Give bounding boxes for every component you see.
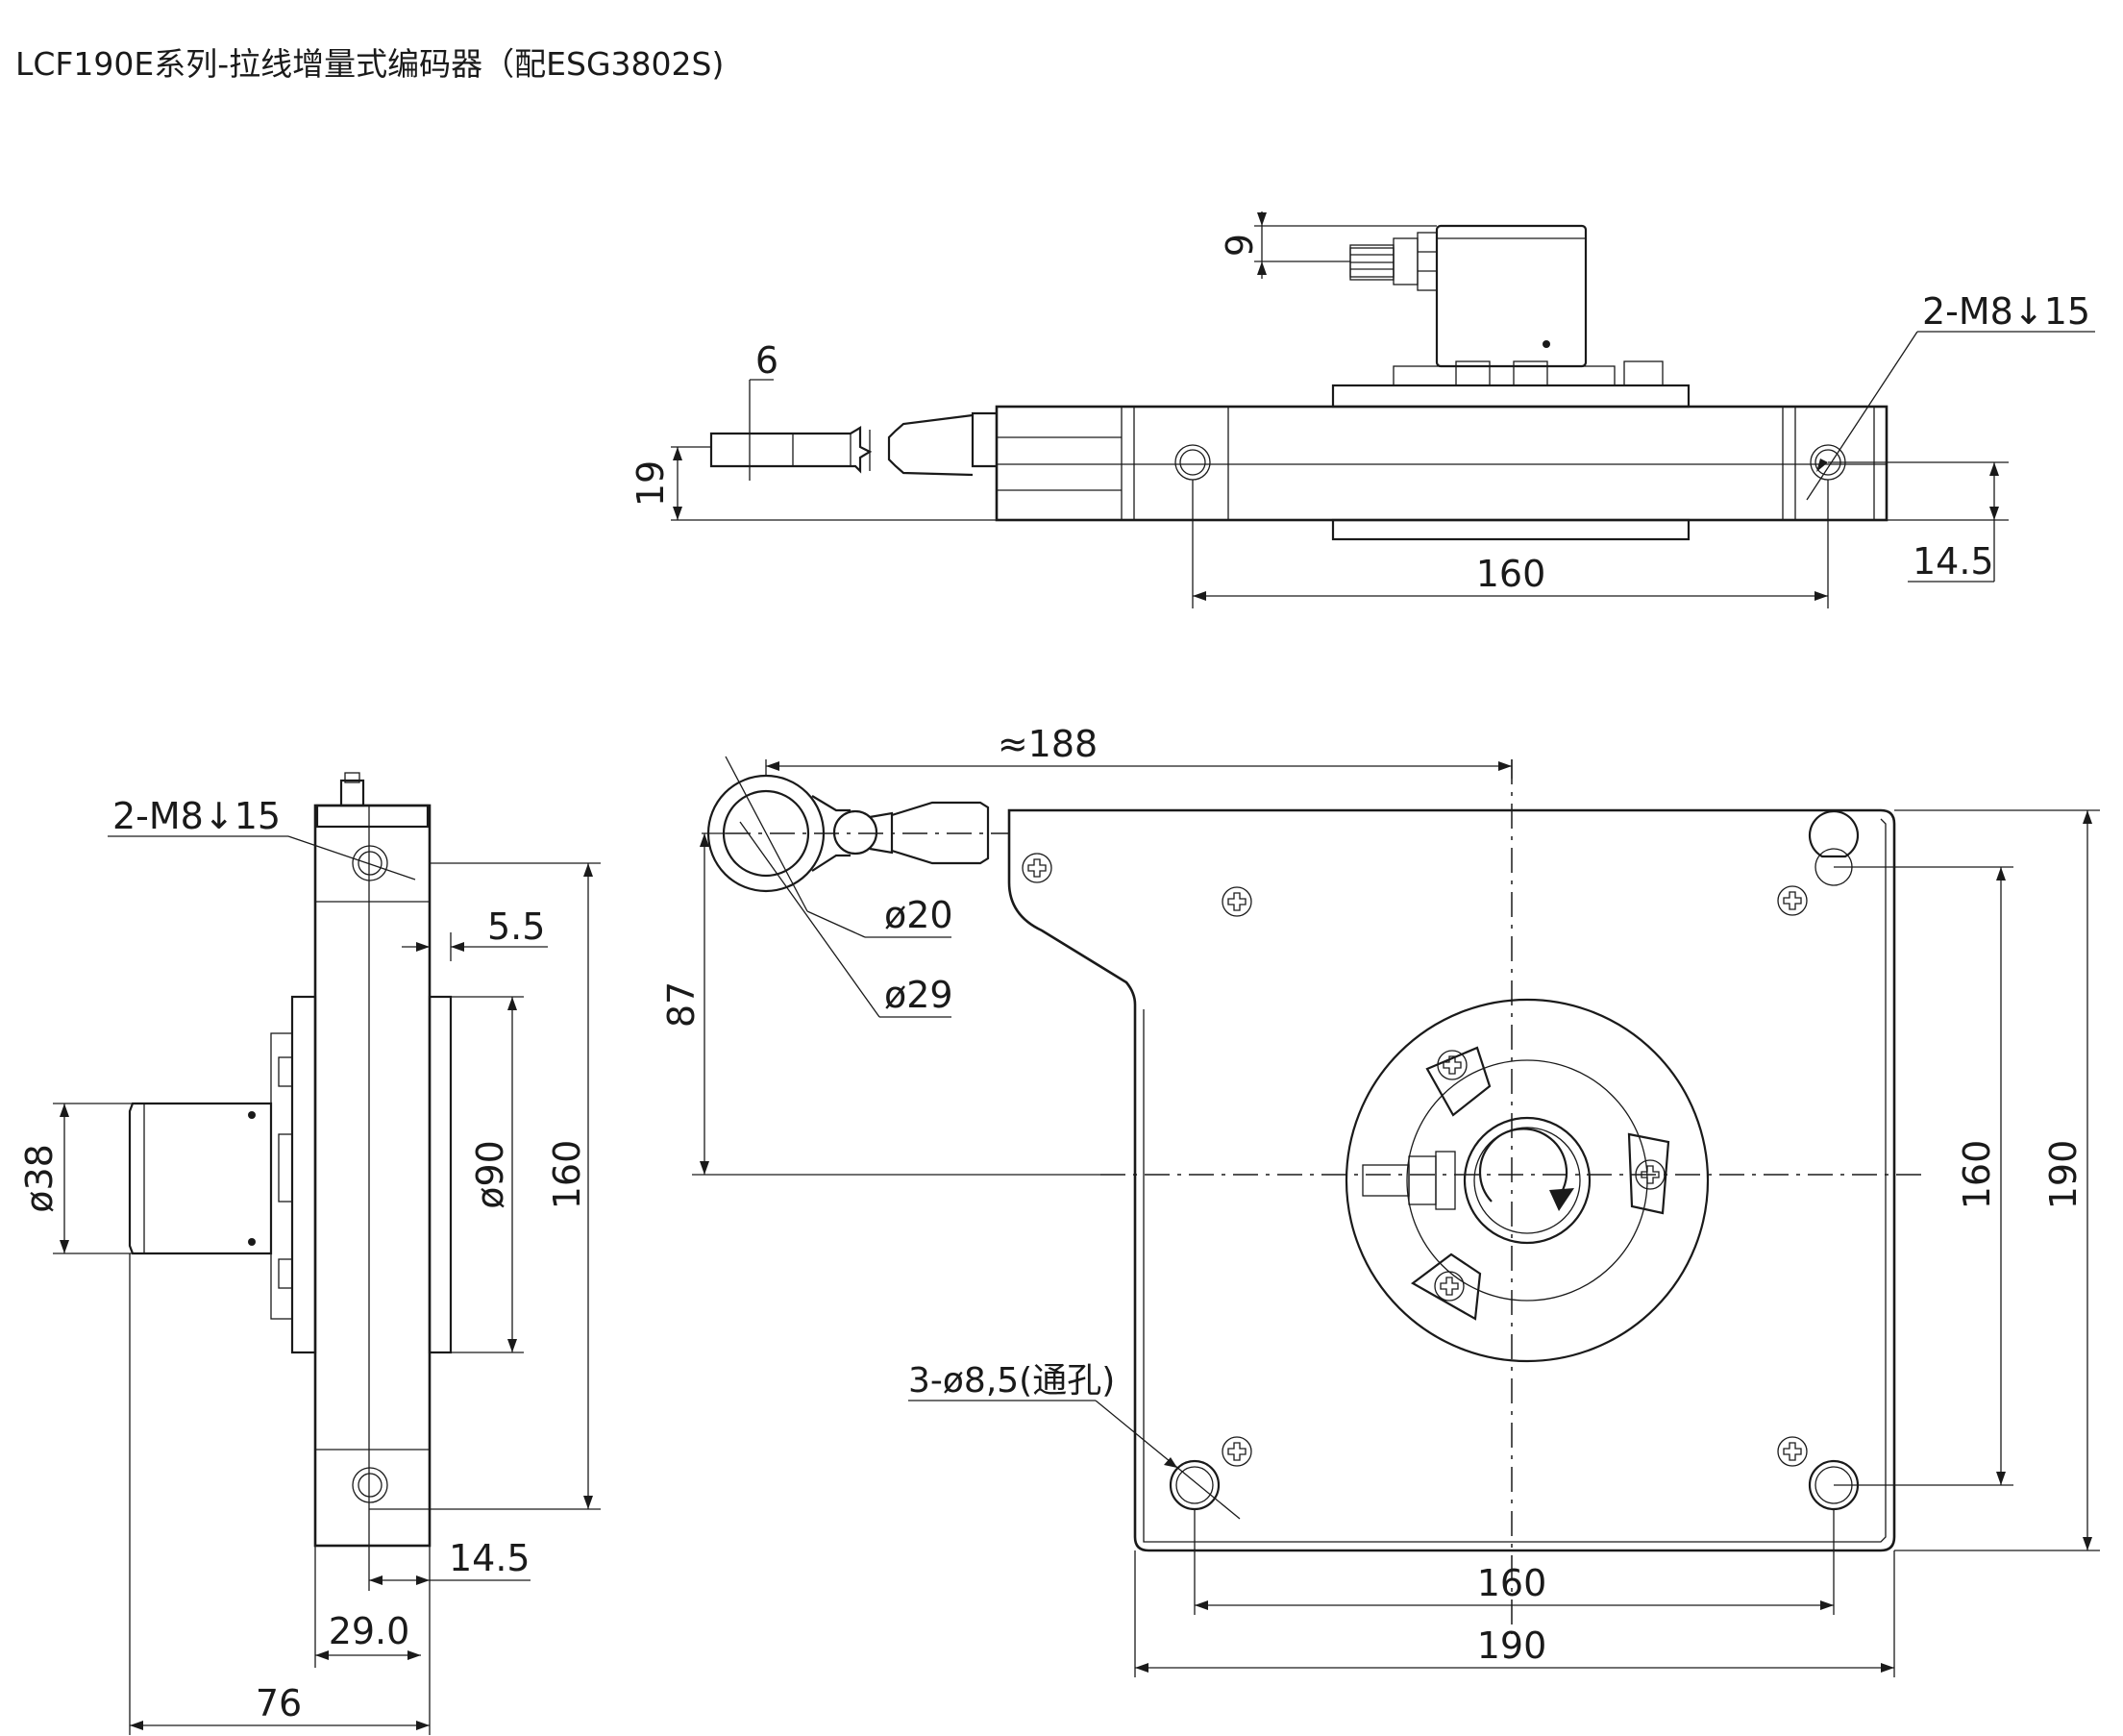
dim-side-half-depth: 29.0	[329, 1610, 410, 1652]
dim-front-cable-height: 87	[660, 981, 703, 1028]
dim-front-hole-spacing-v: 160	[1956, 1140, 1998, 1210]
front-clamp-right	[1627, 1132, 1670, 1215]
top-cable-guide	[971, 411, 997, 468]
dim-top-hole-spacing: 160	[1476, 553, 1546, 595]
screw-head-icon	[1022, 853, 1052, 883]
side-view	[128, 772, 453, 1548]
dim-front-eyelet-inner: ø20	[884, 894, 953, 936]
dim-side-height: 160	[546, 1140, 588, 1210]
side-flange-left	[290, 995, 317, 1354]
top-cable-sleeve	[887, 413, 974, 477]
dim-front-body-height: 190	[2042, 1140, 2085, 1210]
side-top-cap	[315, 804, 430, 829]
rotation-arrow-icon	[1478, 1128, 1568, 1203]
top-encoder-housing	[1435, 224, 1588, 368]
front-through-hole-label: 3-ø8,5(通孔)	[908, 1361, 1115, 1401]
front-view	[706, 759, 1927, 1634]
side-body-outline	[313, 804, 432, 1548]
dim-top-connector-offset: 9	[1219, 234, 1261, 257]
dim-top-hole-height: 14.5	[1913, 540, 1994, 583]
front-connector	[1362, 1164, 1410, 1197]
side-mount-thread-label: 2-M8↓15	[112, 795, 281, 837]
screw-head-icon	[1222, 1436, 1252, 1467]
dimension-labels: 9 6 19 2-M8↓15 160 14.5 2-M8↓15 5.5 ø38 …	[18, 234, 2090, 1724]
dim-side-encoder-dia: ø38	[18, 1144, 61, 1213]
side-mount-hole-bottom	[352, 1467, 388, 1503]
dim-side-hole-offset: 14.5	[449, 1537, 531, 1579]
front-clamp-top	[1425, 1046, 1492, 1117]
dim-top-wire-height: 19	[629, 460, 672, 507]
front-slot-top-right	[1808, 809, 1860, 858]
top-flange	[1331, 384, 1691, 409]
front-cable-sleeve	[891, 801, 990, 865]
front-eyelet-neck	[811, 795, 851, 812]
dim-top-wire-width: 6	[755, 339, 778, 382]
top-flange-bottom	[1331, 518, 1691, 541]
screw-head-icon	[1777, 1436, 1808, 1467]
top-body-outline	[995, 405, 1888, 522]
screw-head-icon	[1777, 885, 1808, 916]
dim-side-flange-dia: ø90	[469, 1140, 511, 1209]
side-mount-hole-top	[352, 845, 388, 881]
front-body-outline	[1007, 808, 1896, 1552]
top-connector-nut	[1417, 232, 1438, 291]
dim-side-step: 5.5	[487, 905, 545, 948]
dim-front-cable-length: ≈188	[998, 723, 1098, 765]
page-title: LCF190E系列-拉线增量式编码器（配ESG3802S)	[15, 45, 725, 83]
dim-front-hole-spacing-h: 160	[1477, 1562, 1547, 1604]
front-clamp-bottom	[1410, 1252, 1482, 1321]
dimensions	[53, 211, 2100, 1735]
side-top-pin	[339, 779, 365, 807]
dim-side-total-depth: 76	[256, 1682, 302, 1724]
top-mount-thread-label: 2-M8↓15	[1922, 290, 2090, 333]
top-wire-end	[709, 426, 873, 474]
dim-front-eyelet-outer: ø29	[884, 974, 953, 1016]
front-encoder-flange	[1345, 998, 1710, 1363]
dim-front-body-width: 190	[1477, 1624, 1547, 1667]
top-view	[709, 224, 1888, 541]
screw-head-icon	[1222, 886, 1252, 917]
side-encoder-body	[128, 1102, 273, 1255]
front-encoder-shaft	[1463, 1116, 1592, 1245]
side-flange-right	[428, 995, 453, 1354]
